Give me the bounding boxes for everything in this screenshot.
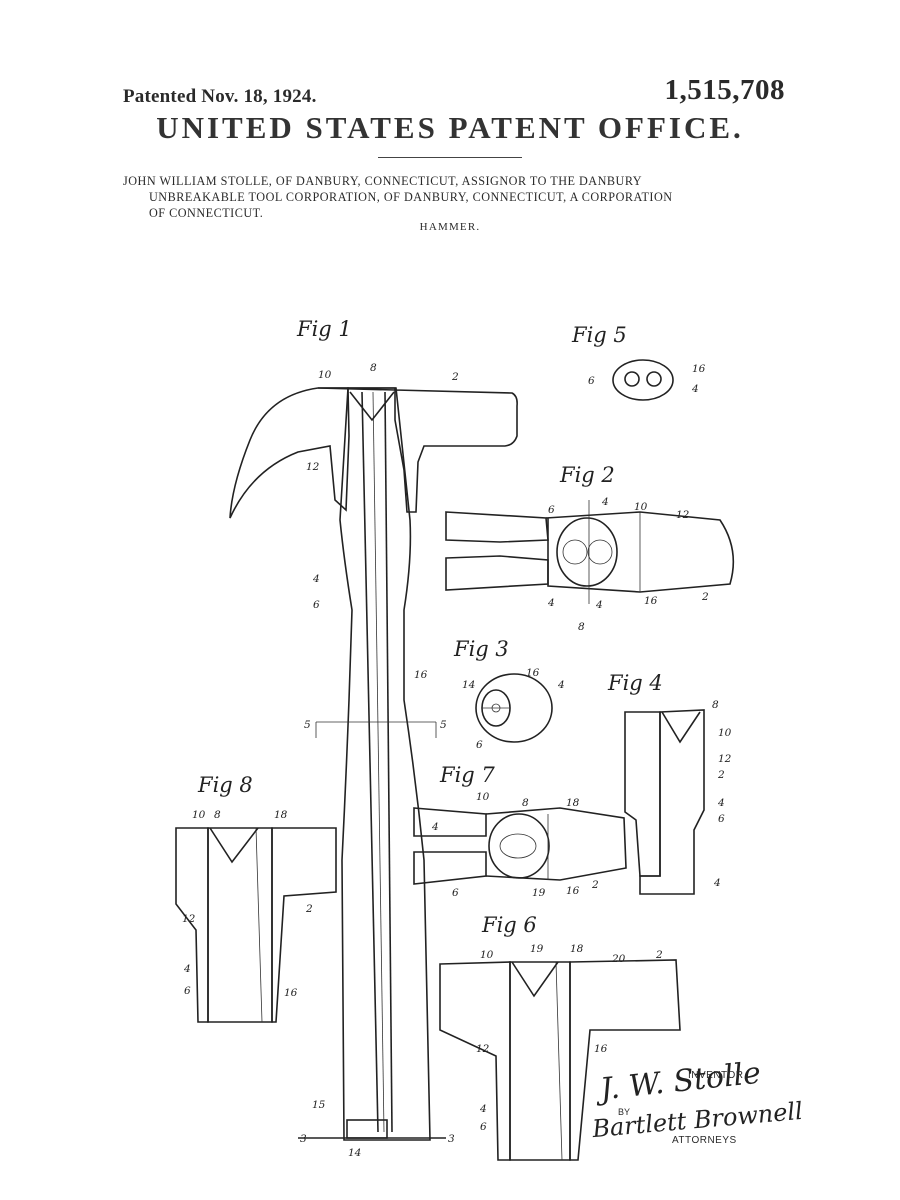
svg-text:19: 19	[532, 887, 546, 899]
svg-text:12: 12	[718, 753, 732, 765]
by-label: BY	[618, 1107, 631, 1117]
figure-5: Fig 5 6 16 4	[571, 323, 706, 401]
inventor-line-3: of Connecticut.	[149, 206, 264, 220]
svg-text:6: 6	[548, 504, 555, 516]
svg-text:10: 10	[634, 501, 648, 513]
svg-text:10: 10	[318, 369, 332, 381]
fig-2-label: Fig 2	[559, 463, 615, 487]
inventor-line-2: Unbreakable Tool Corporation, of Danbury…	[149, 190, 673, 204]
inventor-label: INVENTOR	[688, 1070, 744, 1081]
fig-3-label: Fig 3	[453, 637, 509, 661]
svg-text:12: 12	[182, 913, 196, 925]
svg-text:15: 15	[312, 1099, 326, 1111]
svg-text:4: 4	[479, 1103, 487, 1115]
svg-text:19: 19	[530, 943, 544, 955]
svg-text:2: 2	[655, 949, 663, 961]
svg-text:2: 2	[451, 371, 459, 383]
svg-text:16: 16	[692, 363, 706, 375]
svg-text:6: 6	[476, 739, 483, 751]
svg-text:20: 20	[611, 953, 626, 965]
svg-text:8: 8	[522, 797, 529, 809]
svg-text:16: 16	[594, 1043, 608, 1055]
svg-text:3: 3	[448, 1133, 455, 1145]
svg-text:4: 4	[312, 573, 320, 585]
inventor-statement: John William Stolle, of Danbury, Connect…	[123, 173, 783, 221]
figure-2: Fig 2 6 4 10 12 4 4 16 2 8	[445, 463, 735, 633]
svg-text:16: 16	[414, 669, 428, 681]
svg-text:14: 14	[348, 1147, 361, 1159]
fig-8-label: Fig 8	[197, 773, 253, 797]
svg-text:5: 5	[440, 719, 447, 731]
figure-7: Fig 7 4 10 8 18 6 19 16 2	[413, 763, 627, 899]
svg-text:8: 8	[214, 809, 221, 821]
svg-text:2: 2	[701, 591, 709, 603]
fig-5-label: Fig 5	[571, 323, 627, 347]
figure-6: Fig 6 10 19 18 20 2 12 16 4 6	[439, 913, 681, 1161]
svg-text:4: 4	[595, 599, 603, 611]
figure-1: Fig 1 10 8 2 12 4 6 16 5 5 15 3 3 14	[229, 317, 518, 1159]
inventor-line-1: John William Stolle, of Danbury, Connect…	[123, 174, 643, 188]
svg-text:2: 2	[591, 879, 599, 891]
svg-text:6: 6	[480, 1121, 487, 1133]
svg-text:6: 6	[184, 985, 191, 997]
svg-text:4: 4	[547, 597, 555, 609]
svg-text:16: 16	[644, 595, 658, 607]
svg-text:10: 10	[718, 727, 732, 739]
svg-text:16: 16	[526, 667, 540, 679]
attorneys-label: ATTORNEYS	[672, 1135, 737, 1146]
figure-4: Fig 4 8 10 12 2 4 6 4	[607, 671, 732, 895]
patent-number: 1,515,708	[664, 74, 785, 106]
fig-4-label: Fig 4	[607, 671, 663, 695]
svg-text:18: 18	[566, 797, 580, 809]
svg-text:4: 4	[717, 797, 725, 809]
svg-text:2: 2	[717, 769, 725, 781]
invention-title: HAMMER.	[419, 221, 481, 233]
figure-8: Fig 8 10 8 18 12 2 4 6 16	[175, 773, 337, 1023]
figure-3: Fig 3 14 16 4 6	[453, 637, 565, 751]
office-heading: UNITED STATES PATENT OFFICE.	[156, 110, 744, 145]
svg-text:6: 6	[313, 599, 320, 611]
svg-text:10: 10	[476, 791, 490, 803]
svg-text:12: 12	[476, 1043, 490, 1055]
svg-text:3: 3	[300, 1133, 307, 1145]
svg-text:6: 6	[718, 813, 725, 825]
heading-rule	[378, 157, 522, 158]
fig-6-label: Fig 6	[481, 913, 537, 937]
svg-text:10: 10	[480, 949, 494, 961]
svg-text:4: 4	[601, 496, 609, 508]
svg-text:16: 16	[566, 885, 580, 897]
svg-text:5: 5	[304, 719, 311, 731]
svg-text:4: 4	[557, 679, 565, 691]
svg-text:6: 6	[452, 887, 459, 899]
svg-text:8: 8	[712, 699, 719, 711]
svg-text:6: 6	[588, 375, 595, 387]
svg-text:18: 18	[274, 809, 288, 821]
svg-text:18: 18	[570, 943, 584, 955]
svg-text:2: 2	[305, 903, 313, 915]
svg-text:10: 10	[192, 809, 206, 821]
svg-text:4: 4	[713, 877, 721, 889]
patented-date: Patented Nov. 18, 1924.	[123, 86, 317, 107]
svg-text:4: 4	[431, 821, 439, 833]
fig-1-label: Fig 1	[296, 317, 352, 341]
svg-text:4: 4	[691, 383, 699, 395]
svg-text:8: 8	[370, 362, 377, 374]
svg-text:4: 4	[183, 963, 191, 975]
svg-text:14: 14	[462, 679, 475, 691]
svg-text:16: 16	[284, 987, 298, 999]
fig-7-label: Fig 7	[439, 763, 495, 787]
svg-text:12: 12	[676, 509, 690, 521]
svg-text:8: 8	[578, 621, 585, 633]
svg-text:12: 12	[306, 461, 320, 473]
